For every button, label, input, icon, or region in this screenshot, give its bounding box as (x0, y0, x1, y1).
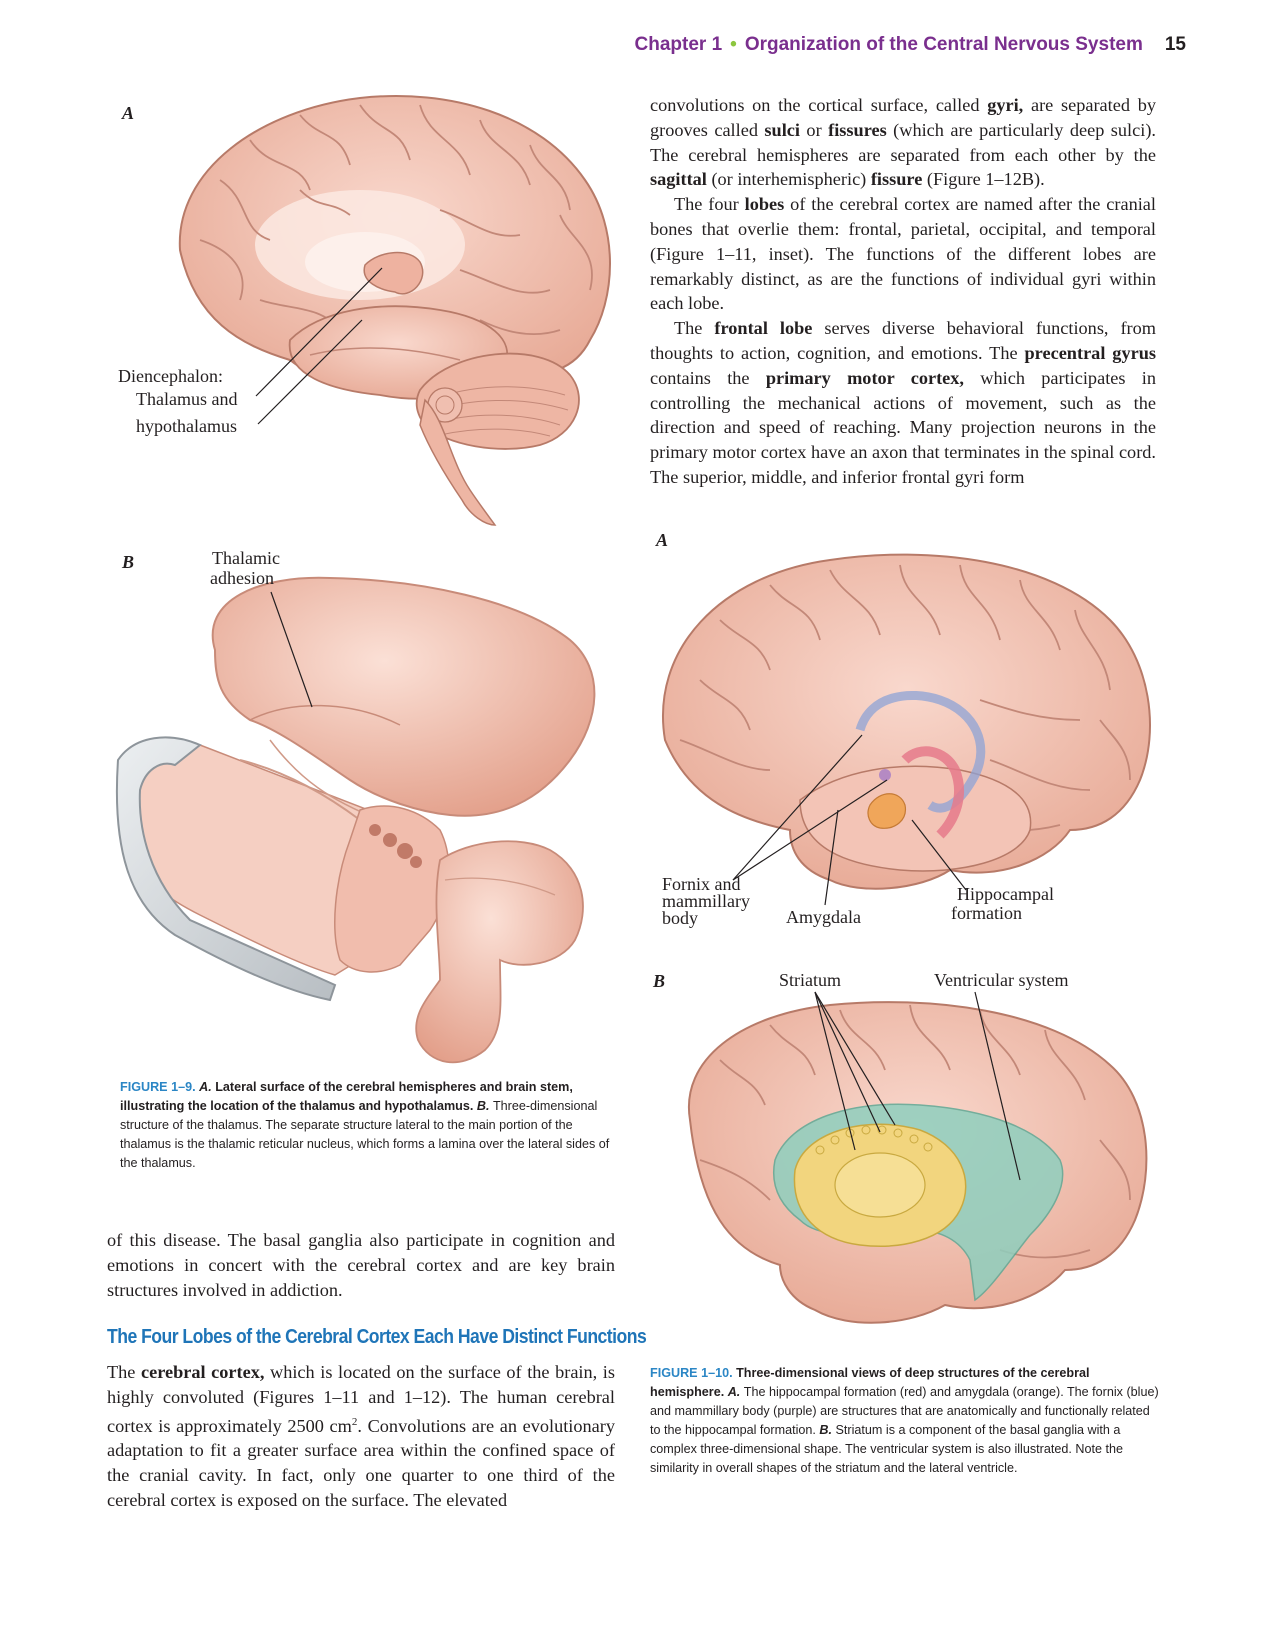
figure-1-9-caption: FIGURE 1–9. A. Lateral surface of the ce… (120, 1078, 614, 1173)
fig110a-brain-illustration (662, 553, 1151, 906)
fig110a-label-amygdala: Amygdala (786, 907, 861, 927)
term-cerebral-cortex: cerebral cortex, (140, 1362, 265, 1382)
lp2-t2: which is located on the surface of the b… (107, 1362, 615, 1436)
fig19a-label-diencephalon: Diencephalon: (118, 366, 223, 386)
rp2-t2: of the cerebral cortex are named after t… (650, 194, 1156, 314)
fig110a-label-body: body (662, 908, 698, 928)
rp3-t3: contains the (650, 367, 766, 388)
left-paragraph-2: The cerebral cortex, which is located on… (107, 1360, 615, 1513)
fig110b-label-ventricular-system: Ventricular system (934, 970, 1069, 990)
rp3-t4: which participates in controlling the me… (650, 367, 1156, 487)
fig19a-brainstem (419, 398, 497, 526)
term-precentral-gyrus: precentral gyrus (1024, 342, 1156, 363)
fig110b-brain-illustration (687, 991, 1148, 1324)
fig110-caption-b-text: Striatum is a component of the basal gan… (650, 1423, 1123, 1475)
term-fissures: fissures (828, 119, 887, 140)
fig110-caption-a-letter: A. (727, 1385, 741, 1399)
rp1-t5: (or interhemispheric) (706, 169, 871, 190)
fig110-caption-number: FIGURE 1–10. (650, 1366, 733, 1380)
fig19-caption-a-text: Lateral surface of the cerebral hemisphe… (120, 1080, 573, 1113)
rp2-t1: The four (674, 194, 745, 215)
fig110-caption-title: Three-dimensional views of deep structur… (650, 1366, 1090, 1399)
term-fissure: fissure (870, 169, 923, 190)
term-frontal-lobe: frontal lobe (714, 318, 813, 339)
fig110a-label-fornix: Fornix and (662, 874, 741, 894)
left-column-continuation: of this disease. The basal ganglia also … (107, 1228, 615, 1302)
fig110b-leader-lines (814, 991, 1021, 1181)
lp2-t1: The (107, 1362, 141, 1382)
term-gyri: gyri, (987, 95, 1024, 115)
lp2-t3: . Convolutions are an evolutionary adapt… (107, 1415, 615, 1511)
page-number: 15 (1164, 34, 1186, 55)
section-heading: The Four Lobes of the Cerebral Cortex Ea… (107, 1326, 647, 1348)
fig19-caption-b-letter: B. (476, 1099, 490, 1113)
fig19-panel-a-letter: A (122, 103, 135, 123)
chapter-label: Chapter 1 (634, 34, 723, 55)
fig19a-cerebrum (178, 95, 611, 400)
rp1-t2: are separated by grooves called (650, 95, 1157, 140)
lp2-sup: 2 (351, 1415, 358, 1428)
fig110a-label-formation: formation (951, 903, 1022, 923)
rp3-t1: The (674, 318, 715, 339)
fig19b-label-adhesion: adhesion (210, 568, 274, 588)
right-paragraph-1: convolutions on the cortical surface, ca… (650, 93, 1156, 192)
rp1-t3: or (799, 119, 829, 140)
rp1-t4: (which are particularly deep sulci). The… (650, 119, 1156, 165)
fig19a-label-hypothalamus: hypothalamus (136, 416, 237, 436)
right-paragraph-3: The frontal lobe serves diverse behavior… (650, 316, 1156, 490)
right-paragraph-2: The four lobes of the cerebral cortex ar… (650, 192, 1156, 316)
term-primary-motor-cortex: primary motor cortex, (765, 367, 965, 388)
term-sagittal: sagittal (650, 169, 707, 190)
fig19b-label-thalamic: Thalamic (212, 548, 280, 568)
fig19-caption-a-letter: A. (199, 1080, 212, 1094)
left-paragraph-1: of this disease. The basal ganglia also … (107, 1230, 615, 1300)
fig19b-thalamus-illustration (115, 576, 596, 1064)
rp1-t6: (Figure 1–12B). (922, 169, 1045, 190)
fig19a-cerebellum (415, 352, 580, 450)
fig110a-label-mammillary: mammillary (662, 891, 750, 911)
fig19-caption-number: FIGURE 1–9. (120, 1080, 196, 1094)
fig19-panel-b-letter: B (122, 552, 135, 572)
rp3-t2: serves diverse behavioral functions, fro… (650, 318, 1157, 363)
fig110a-leader-lines (732, 734, 967, 906)
fig110b-label-striatum: Striatum (779, 970, 841, 990)
running-header: Chapter 1 • Organization of the Central Ne… (635, 34, 1186, 56)
term-sulci: sulci (764, 119, 800, 140)
fig110-panel-a-letter: A (656, 530, 669, 550)
right-column-text: convolutions on the cortical surface, ca… (650, 93, 1156, 490)
fig110-caption-b-letter: B. (819, 1423, 833, 1437)
fig19a-leader-lines (255, 267, 383, 425)
fig19a-label-thalamus-and: Thalamus and (136, 389, 238, 409)
fig110-caption-a-text: The hippocampal formation (red) and amyg… (650, 1385, 1159, 1437)
chapter-title: Organization of the Central Nervous Syst… (744, 34, 1143, 55)
header-separator: • (730, 34, 737, 55)
term-lobes: lobes (744, 194, 785, 215)
fig110-panel-b-letter: B (653, 971, 666, 991)
fig110a-label-hippocampal: Hippocampal (957, 884, 1054, 904)
rp1-t1: convolutions on the cortical surface, ca… (650, 95, 988, 115)
figure-1-10-caption: FIGURE 1–10. Three-dimensional views of … (650, 1364, 1160, 1478)
fig19-caption-b-text: Three-dimensional structure of the thala… (120, 1099, 610, 1170)
